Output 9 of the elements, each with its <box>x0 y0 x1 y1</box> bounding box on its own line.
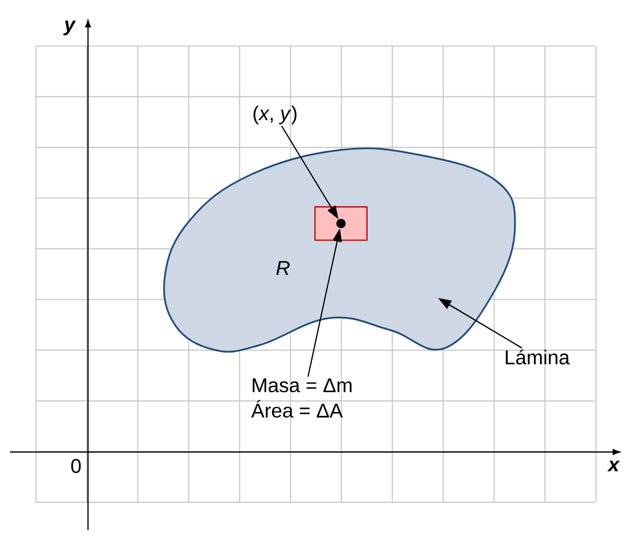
element-rectangle <box>314 206 368 241</box>
mass-area-label: Masa = Δm Área = ΔA <box>251 378 352 418</box>
axis-label: y <box>63 20 76 36</box>
axis-label: x <box>607 460 620 472</box>
region-label: Lámina <box>506 350 570 364</box>
point-dot <box>336 218 346 228</box>
origin-label: 0 <box>71 458 81 474</box>
region-label: R <box>276 261 290 275</box>
point-label: (x, y) <box>254 106 296 124</box>
